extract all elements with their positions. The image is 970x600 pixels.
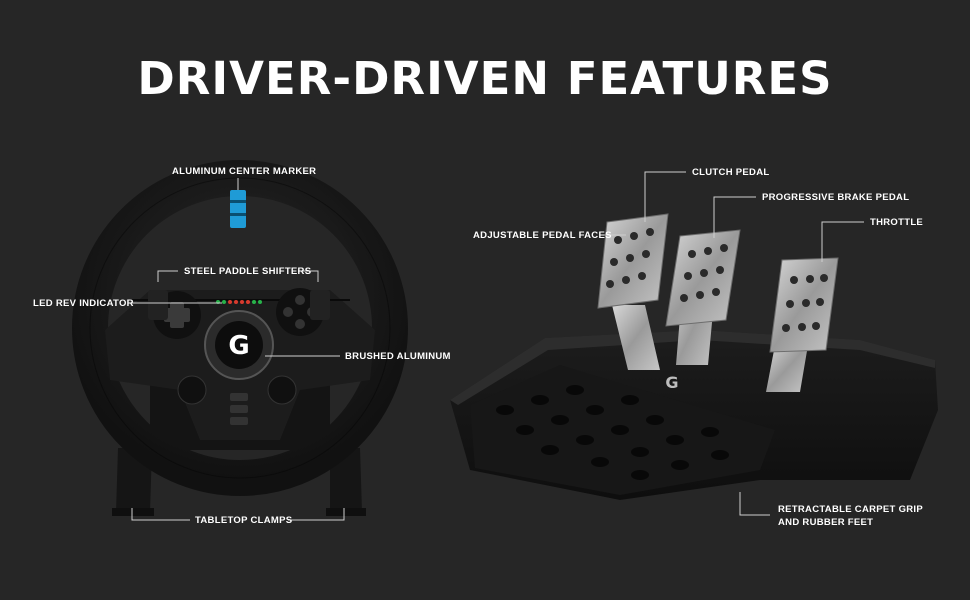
label-clutch-pedal: CLUTCH PEDAL [692, 167, 770, 178]
label-brushed-aluminum: BRUSHED ALUMINUM [345, 351, 451, 362]
heel-rest-holes [496, 385, 729, 480]
steering-wheel: G [72, 160, 408, 516]
pedal-leader-lines [604, 171, 864, 516]
label-carpet-grip-line2: AND RUBBER FEET [778, 517, 874, 528]
center-marker [230, 190, 246, 228]
wheel-leader-lines [128, 178, 345, 521]
label-led-rev-indicator: LED REV INDICATOR [33, 298, 134, 309]
brake-pedal [665, 229, 741, 327]
wheel-logo-g: G [228, 331, 249, 361]
clutch-pedal [597, 213, 669, 309]
label-adjustable-pedal-faces: ADJUSTABLE PEDAL FACES [473, 230, 612, 241]
pedal-logo-g: G [665, 373, 678, 392]
page-title: DRIVER-DRIVEN FEATURES [137, 52, 833, 105]
throttle-pedal [769, 257, 839, 353]
label-throttle: THROTTLE [870, 217, 924, 228]
label-progressive-brake-pedal: PROGRESSIVE BRAKE PEDAL [762, 192, 910, 203]
label-steel-paddle-shifters: STEEL PADDLE SHIFTERS [184, 266, 312, 277]
label-aluminum-center-marker: ALUMINUM CENTER MARKER [172, 166, 317, 177]
label-tabletop-clamps: TABLETOP CLAMPS [195, 515, 293, 526]
pedal-set: G [450, 213, 938, 500]
label-carpet-grip-line1: RETRACTABLE CARPET GRIP [778, 504, 924, 515]
